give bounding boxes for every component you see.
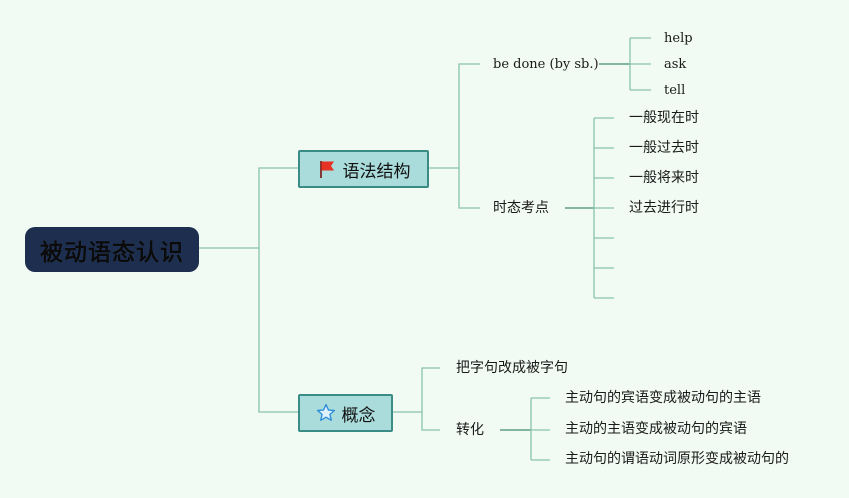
tense-leaf-label: 一般现在时 (629, 110, 699, 126)
connector-grammar-structure (429, 63, 480, 169)
connector-tense-leaves (593, 117, 614, 299)
ba-sentence-label: 把字句改成被字句 (456, 360, 568, 376)
transform-leaf[interactable]: 主动的主语变成被动句的宾语 (565, 421, 747, 437)
structure-leaf[interactable]: help (664, 31, 693, 47)
ba-sentence-node[interactable]: 把字句改成被字句 (456, 360, 568, 376)
tense-leaf[interactable]: 一般将来时 (629, 170, 699, 186)
root-node[interactable]: 被动语态认识 (25, 227, 199, 272)
connector-grammar-tense (458, 168, 480, 209)
tense-node[interactable]: 时态考点 (493, 200, 549, 216)
tense-leaf-label: 过去进行时 (629, 200, 699, 216)
concept-node[interactable]: 概念 (298, 394, 393, 432)
transform-node[interactable]: 转化 (456, 422, 484, 438)
transform-leaf[interactable]: 主动句的宾语变成被动句的主语 (565, 390, 761, 406)
transform-leaf-label: 主动句的宾语变成被动句的主语 (565, 390, 761, 406)
tense-leaf-label: 一般过去时 (629, 140, 699, 156)
tense-leaf[interactable]: 过去进行时 (629, 200, 699, 216)
structure-leaf-label: ask (664, 57, 687, 72)
transform-leaf[interactable]: 主动句的谓语动词原形变成被动句的 (565, 451, 789, 467)
star-icon (316, 403, 335, 421)
structure-leaf-label: tell (664, 83, 686, 98)
grammar-node[interactable]: 语法结构 (298, 150, 429, 188)
connector-root-concept (258, 248, 298, 413)
connector-transform-leaves (530, 397, 550, 461)
transform-leaf-label: 主动句的谓语动词原形变成被动句的 (565, 451, 789, 467)
tense-leaf[interactable]: 一般过去时 (629, 140, 699, 156)
connector-concept-children (393, 367, 440, 431)
tense-leaf-label: 一般将来时 (629, 170, 699, 186)
transform-leaf-label: 主动的主语变成被动句的宾语 (565, 421, 747, 437)
structure-leaf[interactable]: tell (664, 83, 685, 99)
root-label: 被动语态认识 (40, 239, 184, 266)
connector-root-grammar (199, 167, 298, 249)
structure-node[interactable]: be done (by sb.) (493, 57, 599, 73)
tense-leaf[interactable]: 一般现在时 (629, 110, 699, 126)
structure-leaf[interactable]: ask (664, 57, 686, 73)
concept-label: 概念 (341, 405, 376, 426)
structure-leaf-label: help (664, 31, 693, 46)
transform-label: 转化 (456, 422, 484, 438)
red-flag-icon (319, 161, 334, 178)
structure-label: be done (by sb.) (493, 57, 599, 72)
connector-structure-leaves (629, 37, 651, 91)
grammar-label: 语法结构 (342, 161, 411, 182)
tense-label: 时态考点 (493, 200, 549, 216)
